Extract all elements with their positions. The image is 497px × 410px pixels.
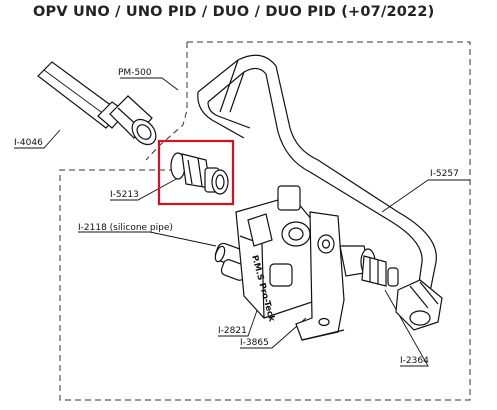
leader-i5257-line <box>381 179 429 213</box>
leader-i2118 <box>78 231 217 247</box>
leader-pm500 <box>120 77 179 91</box>
label-i5213: I-5213 <box>110 190 139 200</box>
group-boundary-inner-dashed <box>145 42 188 161</box>
leader-i5213 <box>110 177 179 201</box>
label-i2118: I-2118 (silicone pipe) <box>78 223 173 233</box>
fitting-i5213 <box>170 152 229 195</box>
label-i2821: I-2821 <box>218 326 247 336</box>
label-i5257: I-5257 <box>430 169 459 179</box>
label-i3865: I-3865 <box>240 338 269 348</box>
tube-i5257 <box>197 54 437 293</box>
group-boundary-dashed <box>59 41 471 401</box>
valve-body-i2821 <box>235 185 319 319</box>
fitting-i2364 <box>339 245 399 287</box>
nut-i5257-end <box>395 279 443 331</box>
silicone-pipe-i2118 <box>214 242 248 281</box>
label-i2364: I-2364 <box>400 356 429 366</box>
highlight-box-i5213 <box>157 139 235 206</box>
label-pm500: PM-500 <box>118 68 152 78</box>
leader-i2821 <box>218 301 261 337</box>
bracket-i3865 <box>295 211 345 341</box>
fitting-i4046 <box>97 95 157 146</box>
leader-i4046 <box>14 129 61 149</box>
leader-i3865 <box>240 317 307 349</box>
diagram-title: OPV UNO / UNO PID / DUO / DUO PID (+07/2… <box>33 4 435 20</box>
label-i4046: I-4046 <box>14 138 43 148</box>
